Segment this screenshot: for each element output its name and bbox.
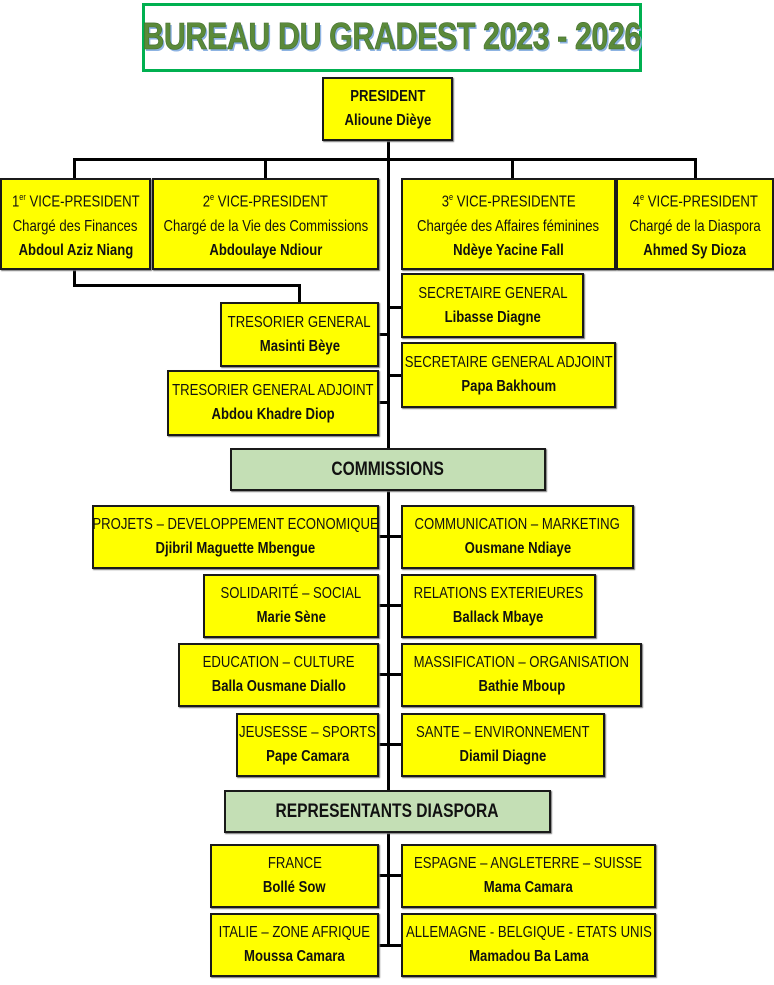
secretaire-box: SECRETAIRE GENERAL Libasse Diagne: [401, 273, 584, 338]
role-label: 3e VICE-PRESIDENTE: [441, 192, 576, 211]
role-label: SECRETAIRE GENERAL: [417, 284, 568, 302]
person-name: Mama Camara: [484, 879, 573, 896]
role-label: COMMUNICATION – MARKETING: [414, 516, 621, 533]
role-label: ITALIE – ZONE AFRIQUE: [218, 924, 371, 941]
vp1-tresorier-line: [298, 284, 301, 303]
connector: [377, 401, 390, 404]
person-name: Diamil Diagne: [459, 748, 547, 765]
connector: [387, 374, 402, 377]
commission-box: SOLIDARITÉ – SOCIAL Marie Sène: [203, 574, 379, 638]
role-label: SECRETAIRE GENERAL ADJOINT: [404, 354, 613, 371]
commission-box: COMMUNICATION – MARKETING Ousmane Ndiaye: [401, 505, 634, 569]
vp1-box: 1er VICE-PRESIDENT Chargé des Finances A…: [0, 178, 151, 270]
role-label: ALLEMAGNE - BELGIQUE - ETATS UNIS: [405, 924, 652, 941]
commission-box: EDUCATION – CULTURE Balla Ousmane Diallo: [178, 643, 379, 707]
commission-box: MASSIFICATION – ORGANISATION Bathie Mbou…: [401, 643, 642, 707]
person-name: Bathie Mboup: [478, 678, 565, 695]
person-name: Alioune Dièye: [344, 112, 431, 129]
commission-box: SANTE – ENVIRONNEMENT Diamil Diagne: [401, 713, 605, 777]
connector: [377, 535, 402, 538]
person-name: Bollé Sow: [263, 879, 326, 896]
connector: [387, 306, 402, 309]
person-name: Libasse Diagne: [444, 308, 541, 326]
role-label: PRESIDENT: [349, 88, 426, 105]
vp2-box: 2e VICE-PRESIDENT Chargé de la Vie des C…: [152, 178, 379, 270]
person-name: Abdoul Aziz Niang: [18, 241, 133, 259]
charge-label: Chargée des Affaires féminines: [417, 217, 600, 235]
person-name: Abdoulaye Ndiour: [209, 241, 322, 259]
person-name: Marie Sène: [256, 609, 326, 626]
tresorier-adjoint-box: TRESORIER GENERAL ADJOINT Abdou Khadre D…: [167, 370, 379, 436]
role-label: RELATIONS EXTERIEURES: [413, 585, 584, 602]
vp2-drop-line: [264, 158, 267, 179]
role-label: EDUCATION – CULTURE: [202, 654, 355, 671]
charge-label: Chargé de la Diaspora: [629, 217, 761, 235]
charge-label: Chargé des Finances: [13, 217, 138, 235]
person-name: Moussa Camara: [244, 948, 345, 965]
trunk-line: [387, 140, 390, 946]
role-label: TRESORIER GENERAL: [228, 313, 371, 331]
role-label: SOLIDARITÉ – SOCIAL: [220, 585, 362, 602]
president-box: PRESIDENT Alioune Dièye: [322, 77, 453, 141]
person-name: Balla Ousmane Diallo: [211, 678, 346, 695]
role-label: MASSIFICATION – ORGANISATION: [413, 654, 630, 671]
role-label: FRANCE: [267, 855, 322, 872]
person-name: Pape Camara: [265, 748, 350, 765]
diaspora-box: ESPAGNE – ANGLETERRE – SUISSE Mama Camar…: [401, 844, 656, 908]
title-banner: BUREAU DU GRADEST 2023 - 2026: [142, 3, 642, 72]
connector: [377, 874, 402, 877]
person-name: Ndèye Yacine Fall: [453, 241, 564, 259]
connector: [377, 673, 402, 676]
person-name: Ousmane Ndiaye: [464, 540, 571, 557]
person-name: Ahmed Sy Dioza: [643, 241, 747, 259]
commission-box: RELATIONS EXTERIEURES Ballack Mbaye: [401, 574, 596, 638]
person-name: Djibril Maguette Mbengue: [155, 540, 316, 557]
vp4-drop-line: [694, 158, 697, 179]
person-name: Abdou Khadre Diop: [211, 406, 335, 423]
diaspora-box: ALLEMAGNE - BELGIQUE - ETATS UNIS Mamado…: [401, 913, 656, 977]
role-label: 1er VICE-PRESIDENT: [11, 192, 140, 211]
commissions-header: COMMISSIONS: [230, 448, 546, 491]
secretaire-adjoint-box: SECRETAIRE GENERAL ADJOINT Papa Bakhoum: [401, 342, 616, 408]
vp1-tresorier-line: [73, 268, 76, 286]
vp1-tresorier-line: [73, 284, 301, 287]
role-label: 4e VICE-PRESIDENT: [632, 192, 758, 211]
person-name: Mamadou Ba Lama: [468, 948, 589, 965]
role-label: 2e VICE-PRESIDENT: [202, 192, 329, 211]
connector: [377, 604, 402, 607]
diaspora-box: ITALIE – ZONE AFRIQUE Moussa Camara: [210, 913, 379, 977]
diaspora-header: REPRESENTANTS DIASPORA: [224, 790, 551, 833]
person-name: Papa Bakhoum: [461, 378, 556, 395]
page-title: BUREAU DU GRADEST 2023 - 2026: [142, 16, 642, 59]
vp3-box: 3e VICE-PRESIDENTE Chargée des Affaires …: [401, 178, 616, 270]
tresorier-box: TRESORIER GENERAL Masinti Bèye: [220, 302, 379, 367]
connector: [377, 333, 390, 336]
connector: [377, 743, 402, 746]
role-label: SANTE – ENVIRONNEMENT: [416, 724, 590, 741]
diaspora-box: FRANCE Bollé Sow: [210, 844, 379, 908]
connector: [377, 944, 402, 947]
vp3-drop-line: [511, 158, 514, 179]
role-label: PROJETS – DEVELOPPEMENT ECONOMIQUE: [92, 516, 379, 533]
section-title: COMMISSIONS: [331, 458, 445, 480]
commission-box: PROJETS – DEVELOPPEMENT ECONOMIQUE Djibr…: [92, 505, 379, 569]
person-name: Masinti Bèye: [259, 337, 340, 355]
commission-box: JEUSESSE – SPORTS Pape Camara: [236, 713, 379, 777]
section-title: REPRESENTANTS DIASPORA: [275, 800, 500, 822]
vp1-drop-line: [73, 158, 76, 179]
role-label: TRESORIER GENERAL ADJOINT: [172, 382, 374, 399]
vp4-box: 4e VICE-PRESIDENT Chargé de la Diaspora …: [616, 178, 774, 270]
person-name: Ballack Mbaye: [453, 609, 544, 626]
vp-bar-line: [73, 158, 697, 161]
charge-label: Chargé de la Vie des Commissions: [163, 217, 368, 235]
role-label: ESPAGNE – ANGLETERRE – SUISSE: [414, 855, 643, 872]
role-label: JEUSESSE – SPORTS: [239, 724, 376, 741]
